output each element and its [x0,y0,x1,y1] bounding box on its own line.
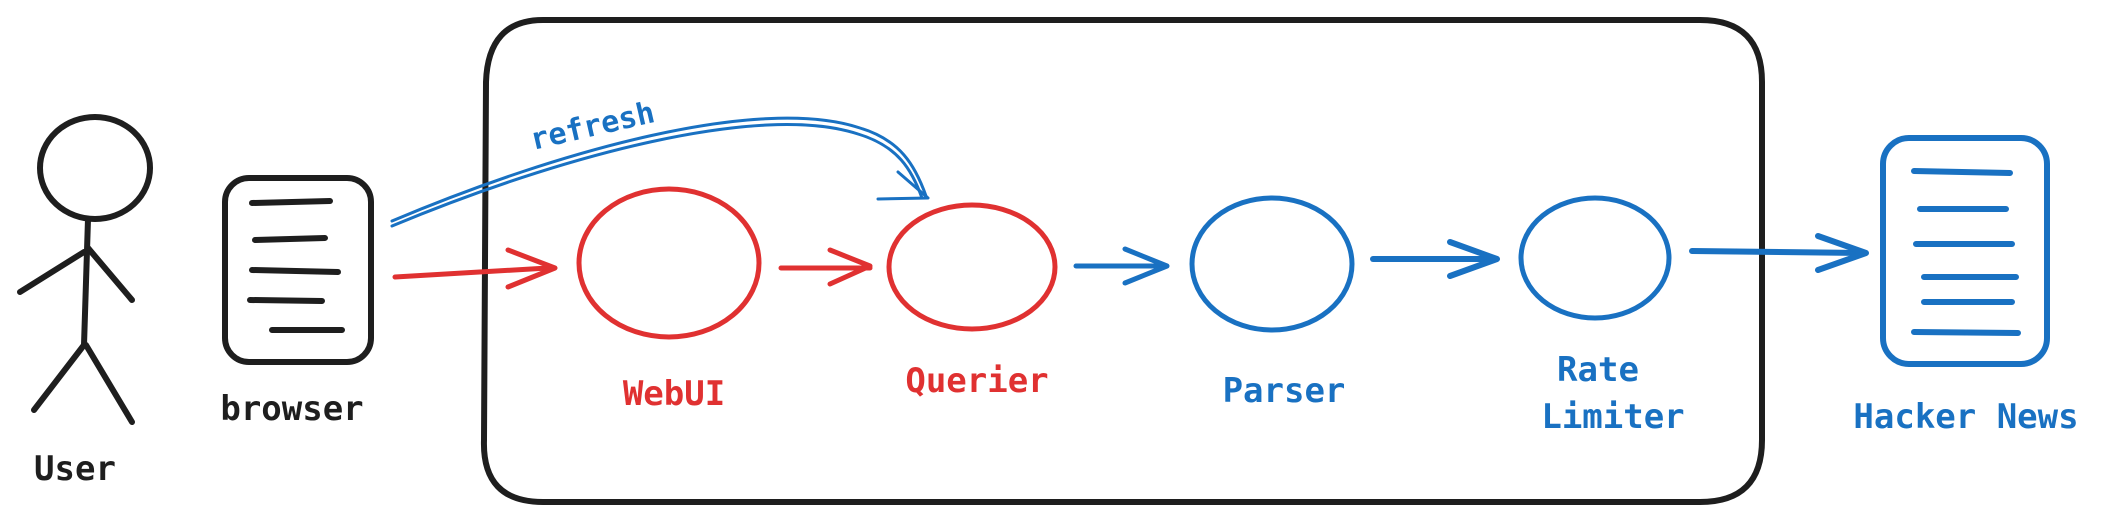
hacker-news-text-lines [1911,168,2021,336]
refresh-label: refresh [527,95,658,158]
hacker-news-page-outline [1880,135,2050,367]
rate-limiter-node [1518,195,1672,321]
browser-text-lines [247,198,345,333]
refresh-arrow [390,116,930,228]
querier-node [886,202,1058,332]
user-left-arm [17,249,87,295]
parser-label: Parser [1223,371,1346,411]
arrow-parser-to-ratelimiter [1370,239,1500,279]
arrow-browser-to-webui [392,247,558,290]
webui-label: WebUI [623,374,725,414]
user-head [37,114,153,222]
user-body [81,216,91,348]
hacker-news-label: Hacker News [1853,397,2078,437]
user-right-arm [85,245,135,303]
parser-node [1189,195,1355,333]
browser-document [222,175,374,365]
user-left-leg [31,342,87,413]
arrow-querier-to-parser [1073,246,1170,286]
arrow-webui-to-querier [778,247,873,287]
user-label: User [34,449,116,489]
user-right-leg [83,342,135,425]
rate-limiter-label-line2: Limiter [1541,397,1684,437]
webui-node [576,186,762,340]
refresh-arrowhead [876,170,930,201]
browser-page-outline [222,175,374,365]
rate-limiter-label-line1: Rate [1557,350,1639,390]
hacker-news-document [1880,135,2050,367]
querier-label: Querier [905,361,1048,401]
user-stick-figure [17,114,153,425]
browser-label: browser [220,389,363,429]
arrow-ratelimiter-to-hackernews [1689,233,1869,273]
system-boundary [480,17,1765,505]
